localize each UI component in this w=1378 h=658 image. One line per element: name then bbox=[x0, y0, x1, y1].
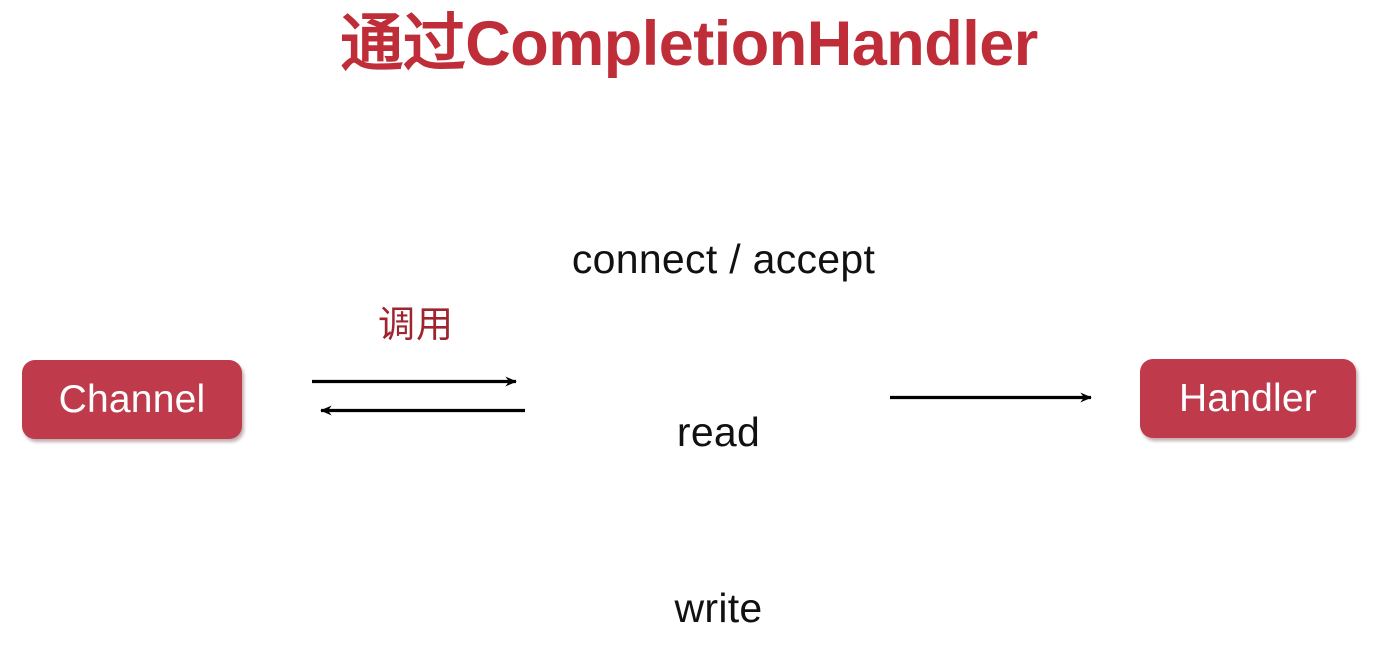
page-title: 通过CompletionHandler bbox=[340, 9, 1038, 79]
node-channel-label: Channel bbox=[58, 377, 206, 421]
label-connect-accept: connect / accept bbox=[571, 236, 876, 282]
node-handler-label: Handler bbox=[1179, 376, 1317, 420]
node-channel[interactable]: Channel bbox=[22, 360, 242, 439]
label-invoke: 调用 bbox=[378, 304, 454, 345]
label-write: write bbox=[674, 585, 763, 631]
label-read: read bbox=[676, 409, 761, 455]
node-handler[interactable]: Handler bbox=[1140, 359, 1356, 438]
